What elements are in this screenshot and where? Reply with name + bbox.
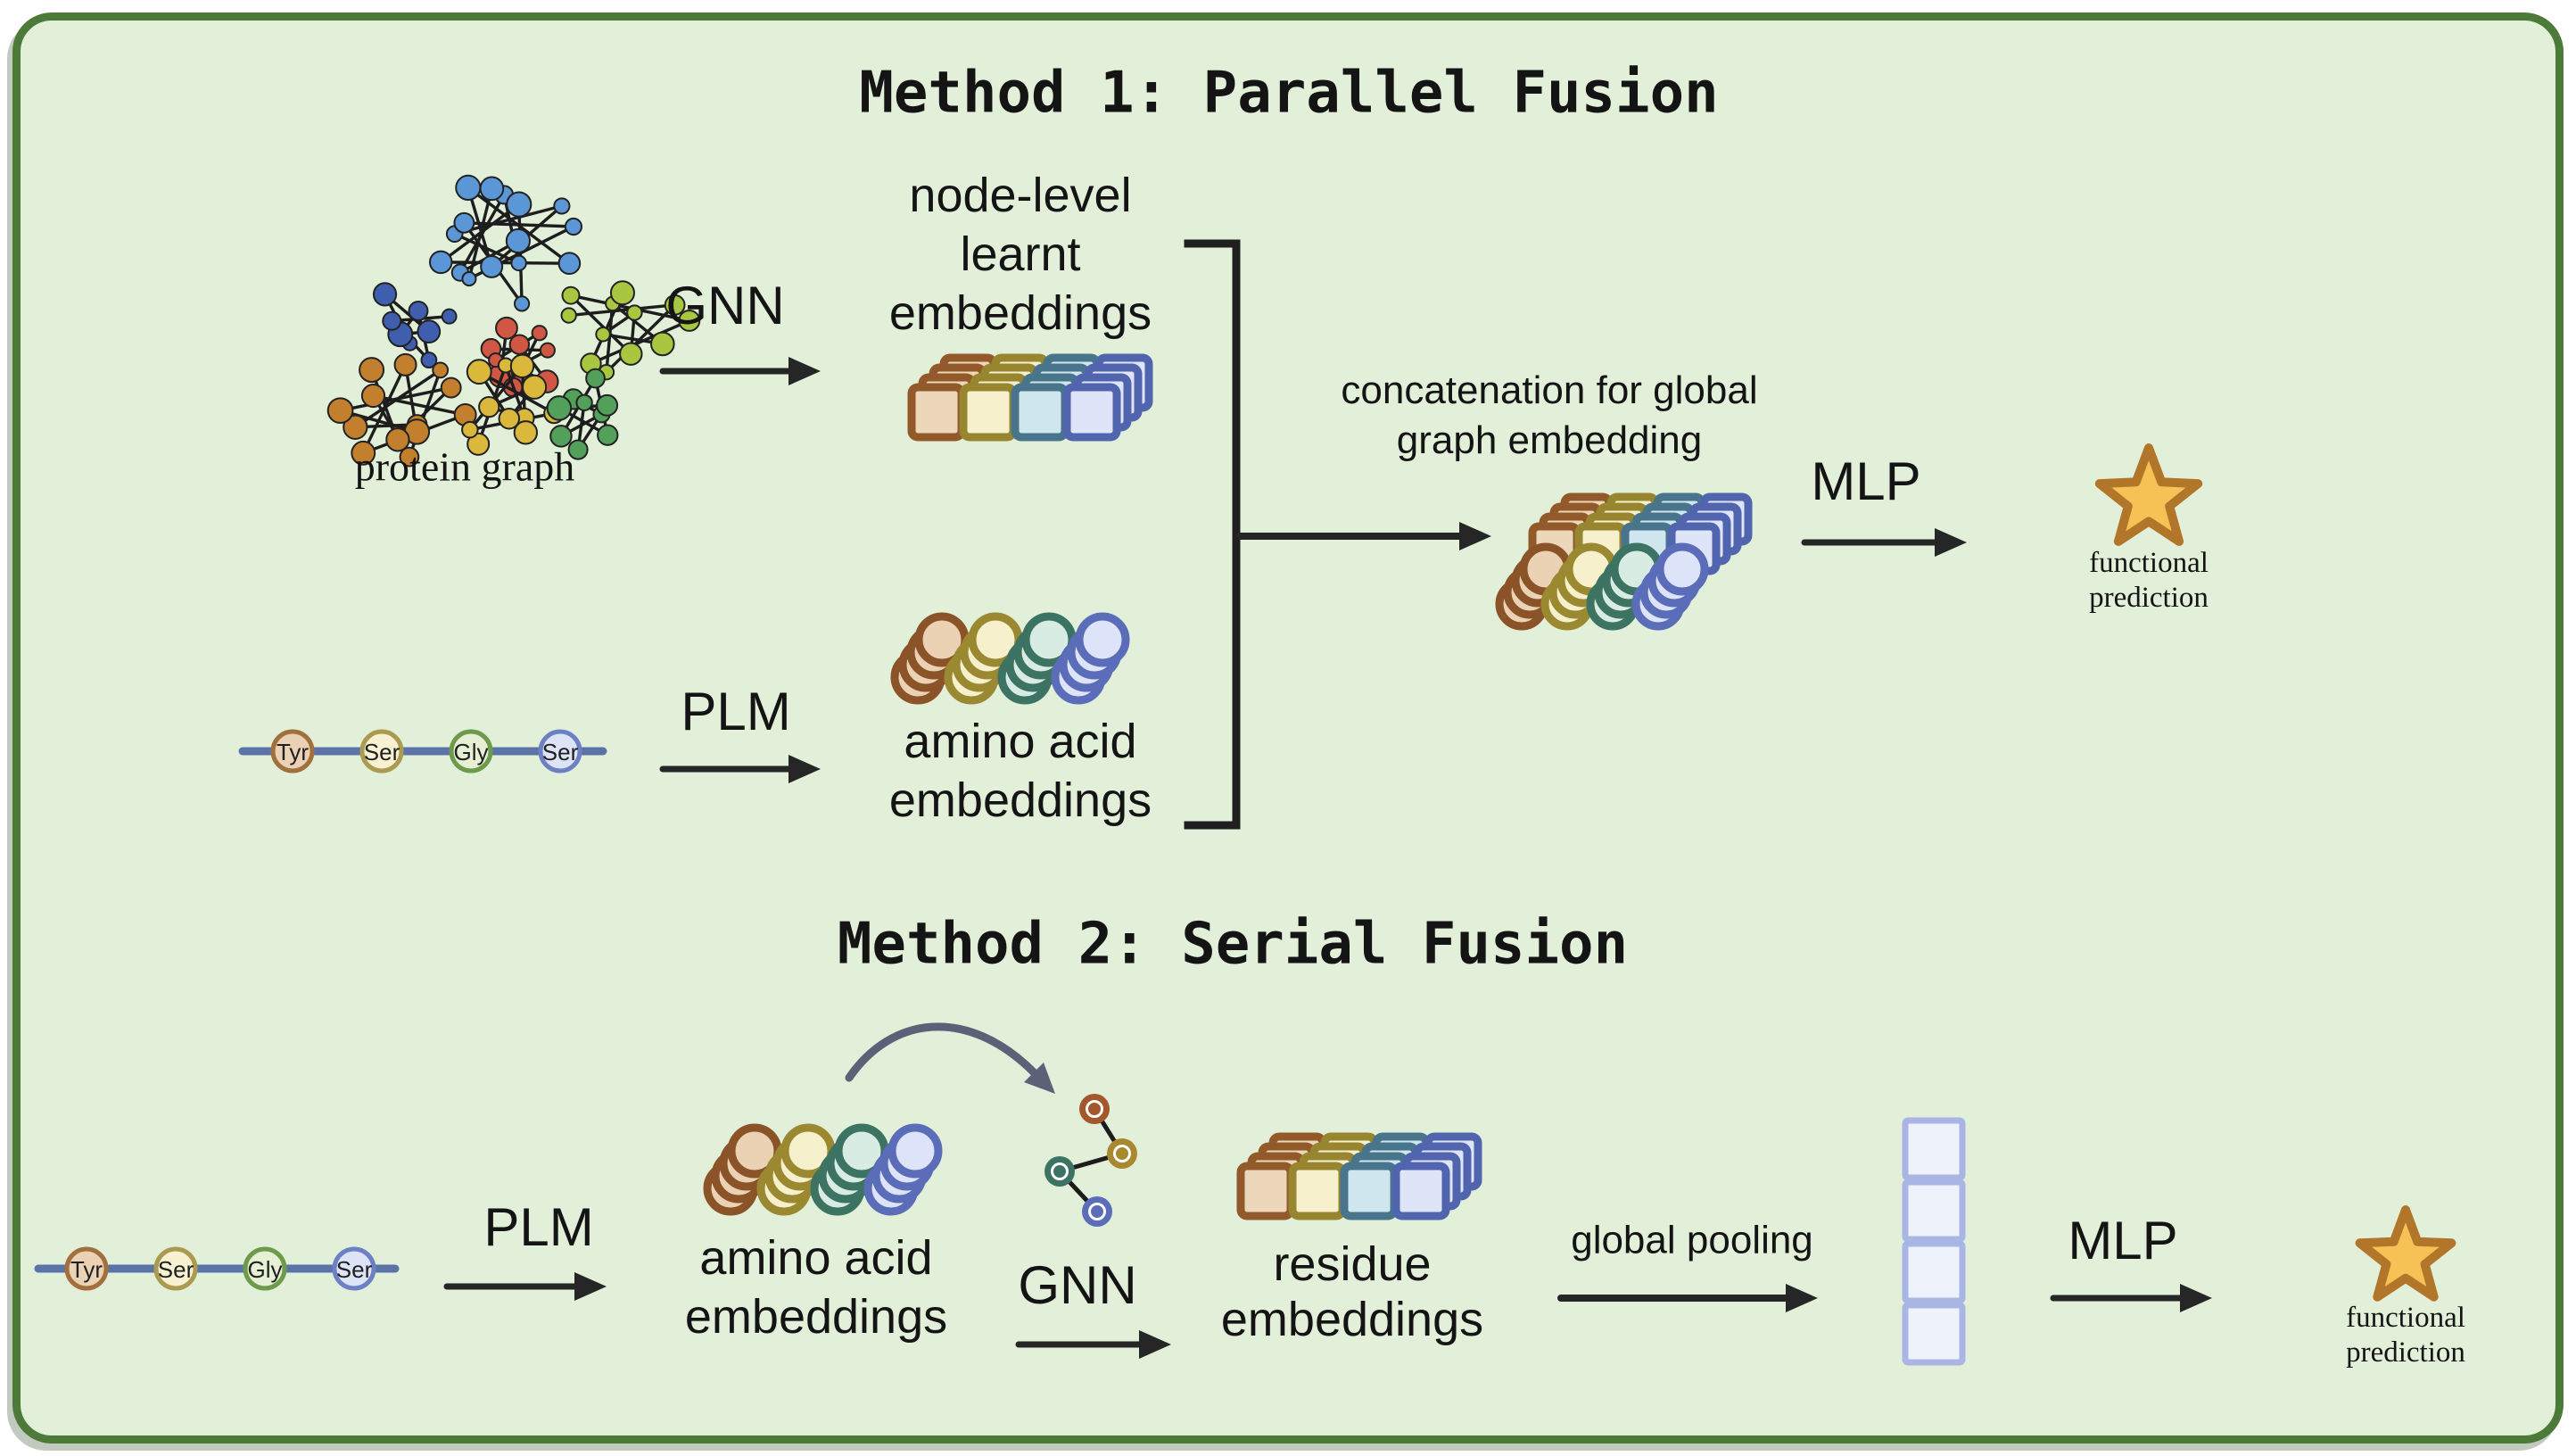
star-icon-m1 (2094, 443, 2203, 546)
gnn-label-m1: GNN (665, 276, 785, 335)
residue-label: Ser (364, 739, 400, 765)
amino-acid-embeddings-icon-m2 (703, 1123, 943, 1216)
residue-node (64, 1246, 109, 1291)
global-pooling-label: global pooling (1571, 1218, 1813, 1262)
residue-label: Gly (454, 739, 489, 765)
concatenated-embedding-icon (1495, 492, 1753, 631)
mlp-arrow-m1 (1801, 528, 1967, 557)
plm-arrow-m2 (443, 1272, 607, 1301)
residue-node (153, 1246, 198, 1291)
plm-label-m2: PLM (483, 1197, 594, 1257)
plm-label-m1: PLM (681, 682, 791, 741)
method2-title: Method 2: Serial Fusion (837, 911, 1629, 978)
concatenation-label: concatenation for global graph embedding (1341, 368, 1758, 462)
residue-embeddings-stack-icon (1236, 1132, 1482, 1220)
residue-label: Tyr (70, 1256, 103, 1283)
residue-graph-icon (1044, 1094, 1137, 1227)
bracket-icon (1184, 239, 1241, 830)
residue-node (359, 729, 404, 774)
concat-arrow (1236, 522, 1491, 550)
residue-node (243, 1246, 287, 1291)
residue-label: Ser (336, 1256, 373, 1283)
residue-label: Ser (542, 739, 579, 765)
curved-arrow-icon (845, 1022, 1055, 1094)
residue-node (538, 729, 582, 774)
amino-acid-embeddings-icon-m1 (890, 612, 1130, 705)
residue-label: Tyr (277, 739, 309, 765)
gnn-arrow-m2 (1015, 1330, 1171, 1359)
prediction-label-m2: functional prediction (2346, 1302, 2465, 1369)
pooled-vector-icon (1902, 1117, 1966, 1366)
amino-acid-sequence-m1: Tyr Ser Gly Ser (238, 729, 607, 774)
prediction-label-m1: functional prediction (2089, 547, 2209, 614)
pooling-arrow (1557, 1284, 1818, 1312)
plm-arrow-m1 (659, 755, 821, 783)
amino-embeddings-label-m2: amino acid embeddings (684, 1231, 948, 1344)
residue-label: Gly (248, 1256, 283, 1283)
residue-embeddings-label: residue embeddings (1220, 1237, 1484, 1346)
amino-acid-sequence-m2: Tyr Ser Gly Ser (34, 1246, 400, 1291)
protein-structure-icon (326, 174, 701, 467)
residue-label: Ser (158, 1256, 194, 1283)
method1-title: Method 1: Parallel Fusion (859, 60, 1719, 127)
star-icon-m2 (2355, 1205, 2456, 1302)
protein-graph-label: protein graph (354, 443, 575, 490)
node-embeddings-stack-icon (907, 353, 1153, 442)
mlp-label-m1: MLP (1811, 451, 1921, 511)
residue-node (449, 729, 493, 774)
residue-node (270, 729, 315, 774)
gnn-label-m2: GNN (1018, 1255, 1137, 1315)
mlp-label-m2: MLP (2068, 1211, 2178, 1270)
residue-node (332, 1246, 376, 1291)
node-embeddings-label: node-level learnt embeddings (888, 169, 1152, 340)
gnn-arrow-m1 (659, 357, 821, 385)
mlp-arrow-m2 (2050, 1284, 2212, 1312)
amino-embeddings-label-m1: amino acid embeddings (888, 715, 1152, 827)
